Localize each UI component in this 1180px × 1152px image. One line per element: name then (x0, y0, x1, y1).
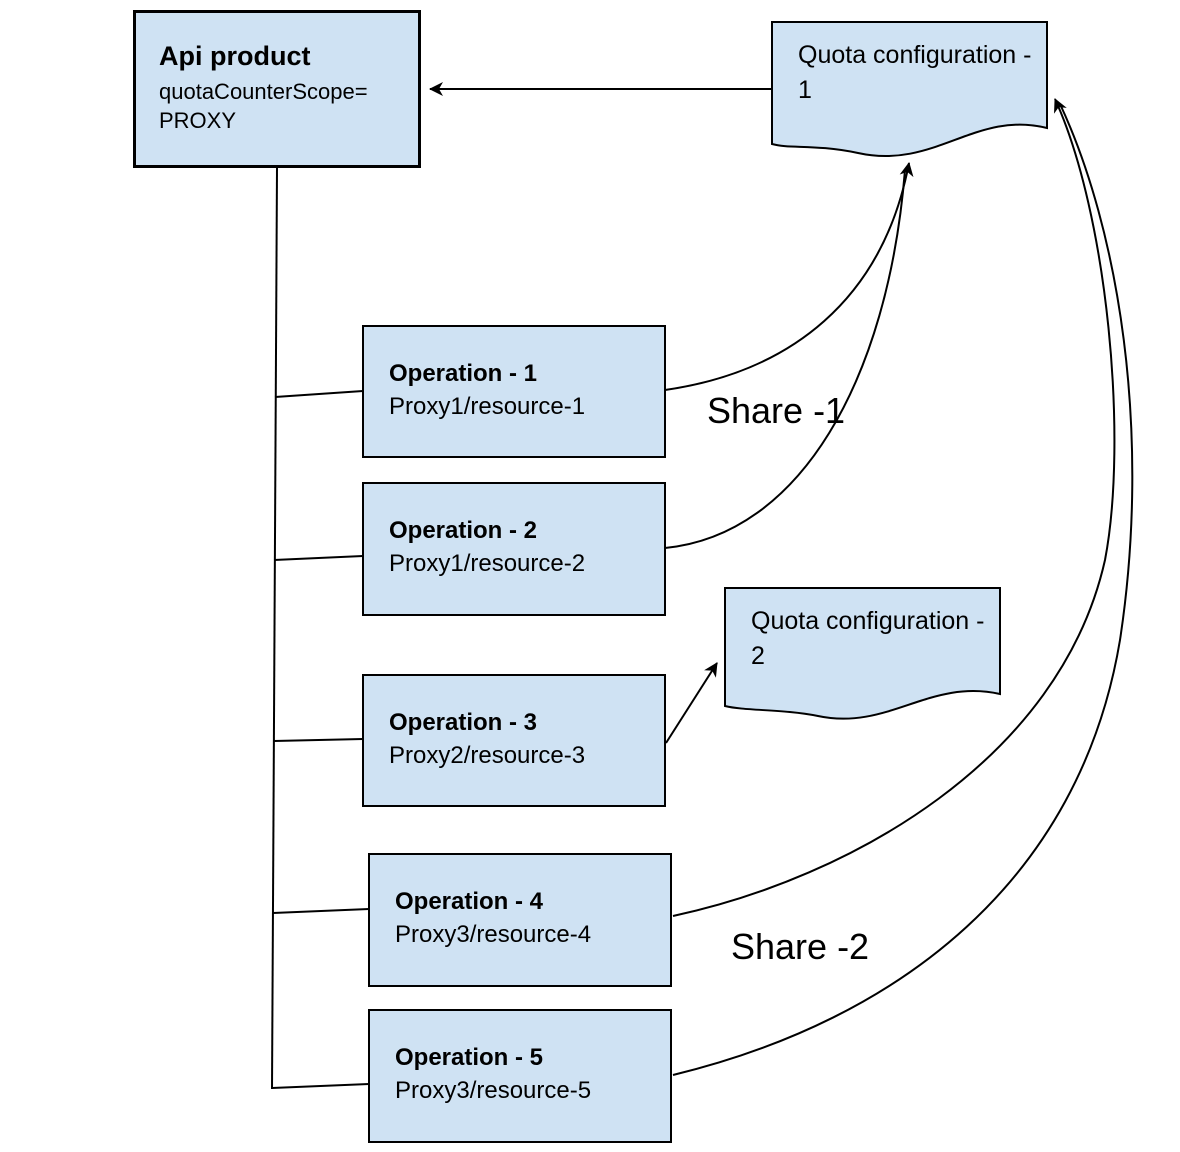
operation-2-path: Proxy1/resource-2 (389, 550, 586, 577)
operation-3-node: Operation - 3 Proxy2/resource-3 (362, 674, 666, 807)
api-product-quota-scope-line2: PROXY (159, 108, 237, 133)
connector-op1-to-quota1 (664, 162, 914, 391)
operation-1-title: Operation - 1 (389, 360, 538, 387)
quota-config-2-shape (724, 587, 1001, 720)
operation-4-path: Proxy3/resource-4 (395, 921, 592, 948)
operation-1-node: Operation - 1 Proxy1/resource-1 (362, 325, 666, 458)
connector-branch-op2 (273, 555, 364, 561)
connector-branch-op3 (273, 738, 364, 742)
operation-4-title: Operation - 4 (395, 888, 544, 915)
connector-branch-op1 (274, 390, 364, 398)
api-product-title: Api product (159, 41, 311, 71)
share-2-label: Share -2 (731, 926, 870, 967)
quota-config-1-shape (771, 21, 1048, 158)
operation-3-path: Proxy2/resource-3 (389, 742, 586, 769)
operation-2-title: Operation - 2 (389, 517, 538, 544)
operation-4-node: Operation - 4 Proxy3/resource-4 (368, 853, 672, 987)
operation-1-path: Proxy1/resource-1 (389, 393, 586, 420)
operation-5-path: Proxy3/resource-5 (395, 1077, 592, 1104)
connector-branch-op4 (272, 908, 370, 914)
operation-5-node: Operation - 5 Proxy3/resource-5 (368, 1009, 672, 1143)
connector-op2-to-quota1 (664, 169, 906, 549)
connector-op5-to-quota1 (672, 103, 1134, 1076)
connector-trunk (271, 167, 278, 1090)
quota-config-1-label: Quota configuration - 1 (798, 41, 1032, 104)
operation-5-title: Operation - 5 (395, 1044, 544, 1071)
connector-branch-op5 (271, 1083, 370, 1089)
connector-op3-to-quota2 (665, 662, 718, 744)
operation-3-title: Operation - 3 (389, 709, 538, 736)
api-product-node: Api product quotaCounterScope= PROXY (133, 10, 421, 168)
operation-2-node: Operation - 2 Proxy1/resource-2 (362, 482, 666, 616)
connector-op4-to-quota1 (672, 98, 1116, 917)
share-1-label: Share -1 (707, 390, 846, 431)
quota-config-2-label: Quota configuration - 2 (751, 607, 985, 670)
api-product-quota-scope-line1: quotaCounterScope= (159, 79, 368, 104)
